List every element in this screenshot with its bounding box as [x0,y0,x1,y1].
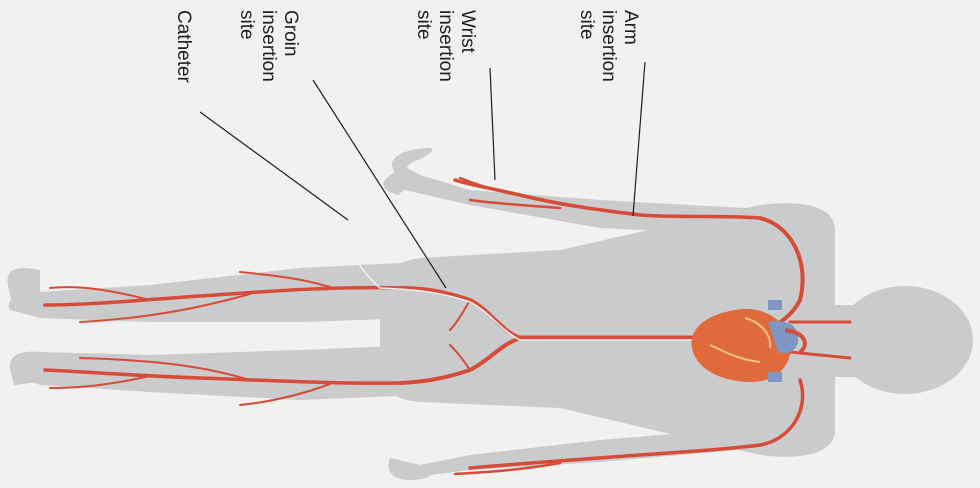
catheter-leader [200,112,348,220]
groin-label-line1: Groin [279,10,301,82]
wrist-label-line2: insertion [434,10,456,82]
arm-label-line1: Arm [619,10,641,82]
wrist-leader [490,68,495,180]
wrist-label-line3: site [412,10,434,82]
catheter-label: Catheter [172,10,194,83]
groin-label-line2: insertion [257,10,279,82]
groin-label-line3: site [235,10,257,82]
arm-leader [633,62,645,216]
arm-label-line3: site [575,10,597,82]
arm-label-line2: insertion [597,10,619,82]
catheter-label-line1: Catheter [172,10,194,83]
groin-label: Groin insertion site [235,10,301,82]
arm-label: Arm insertion site [575,10,641,82]
wrist-label: Wrist insertion site [412,10,478,82]
wrist-label-line1: Wrist [456,10,478,82]
